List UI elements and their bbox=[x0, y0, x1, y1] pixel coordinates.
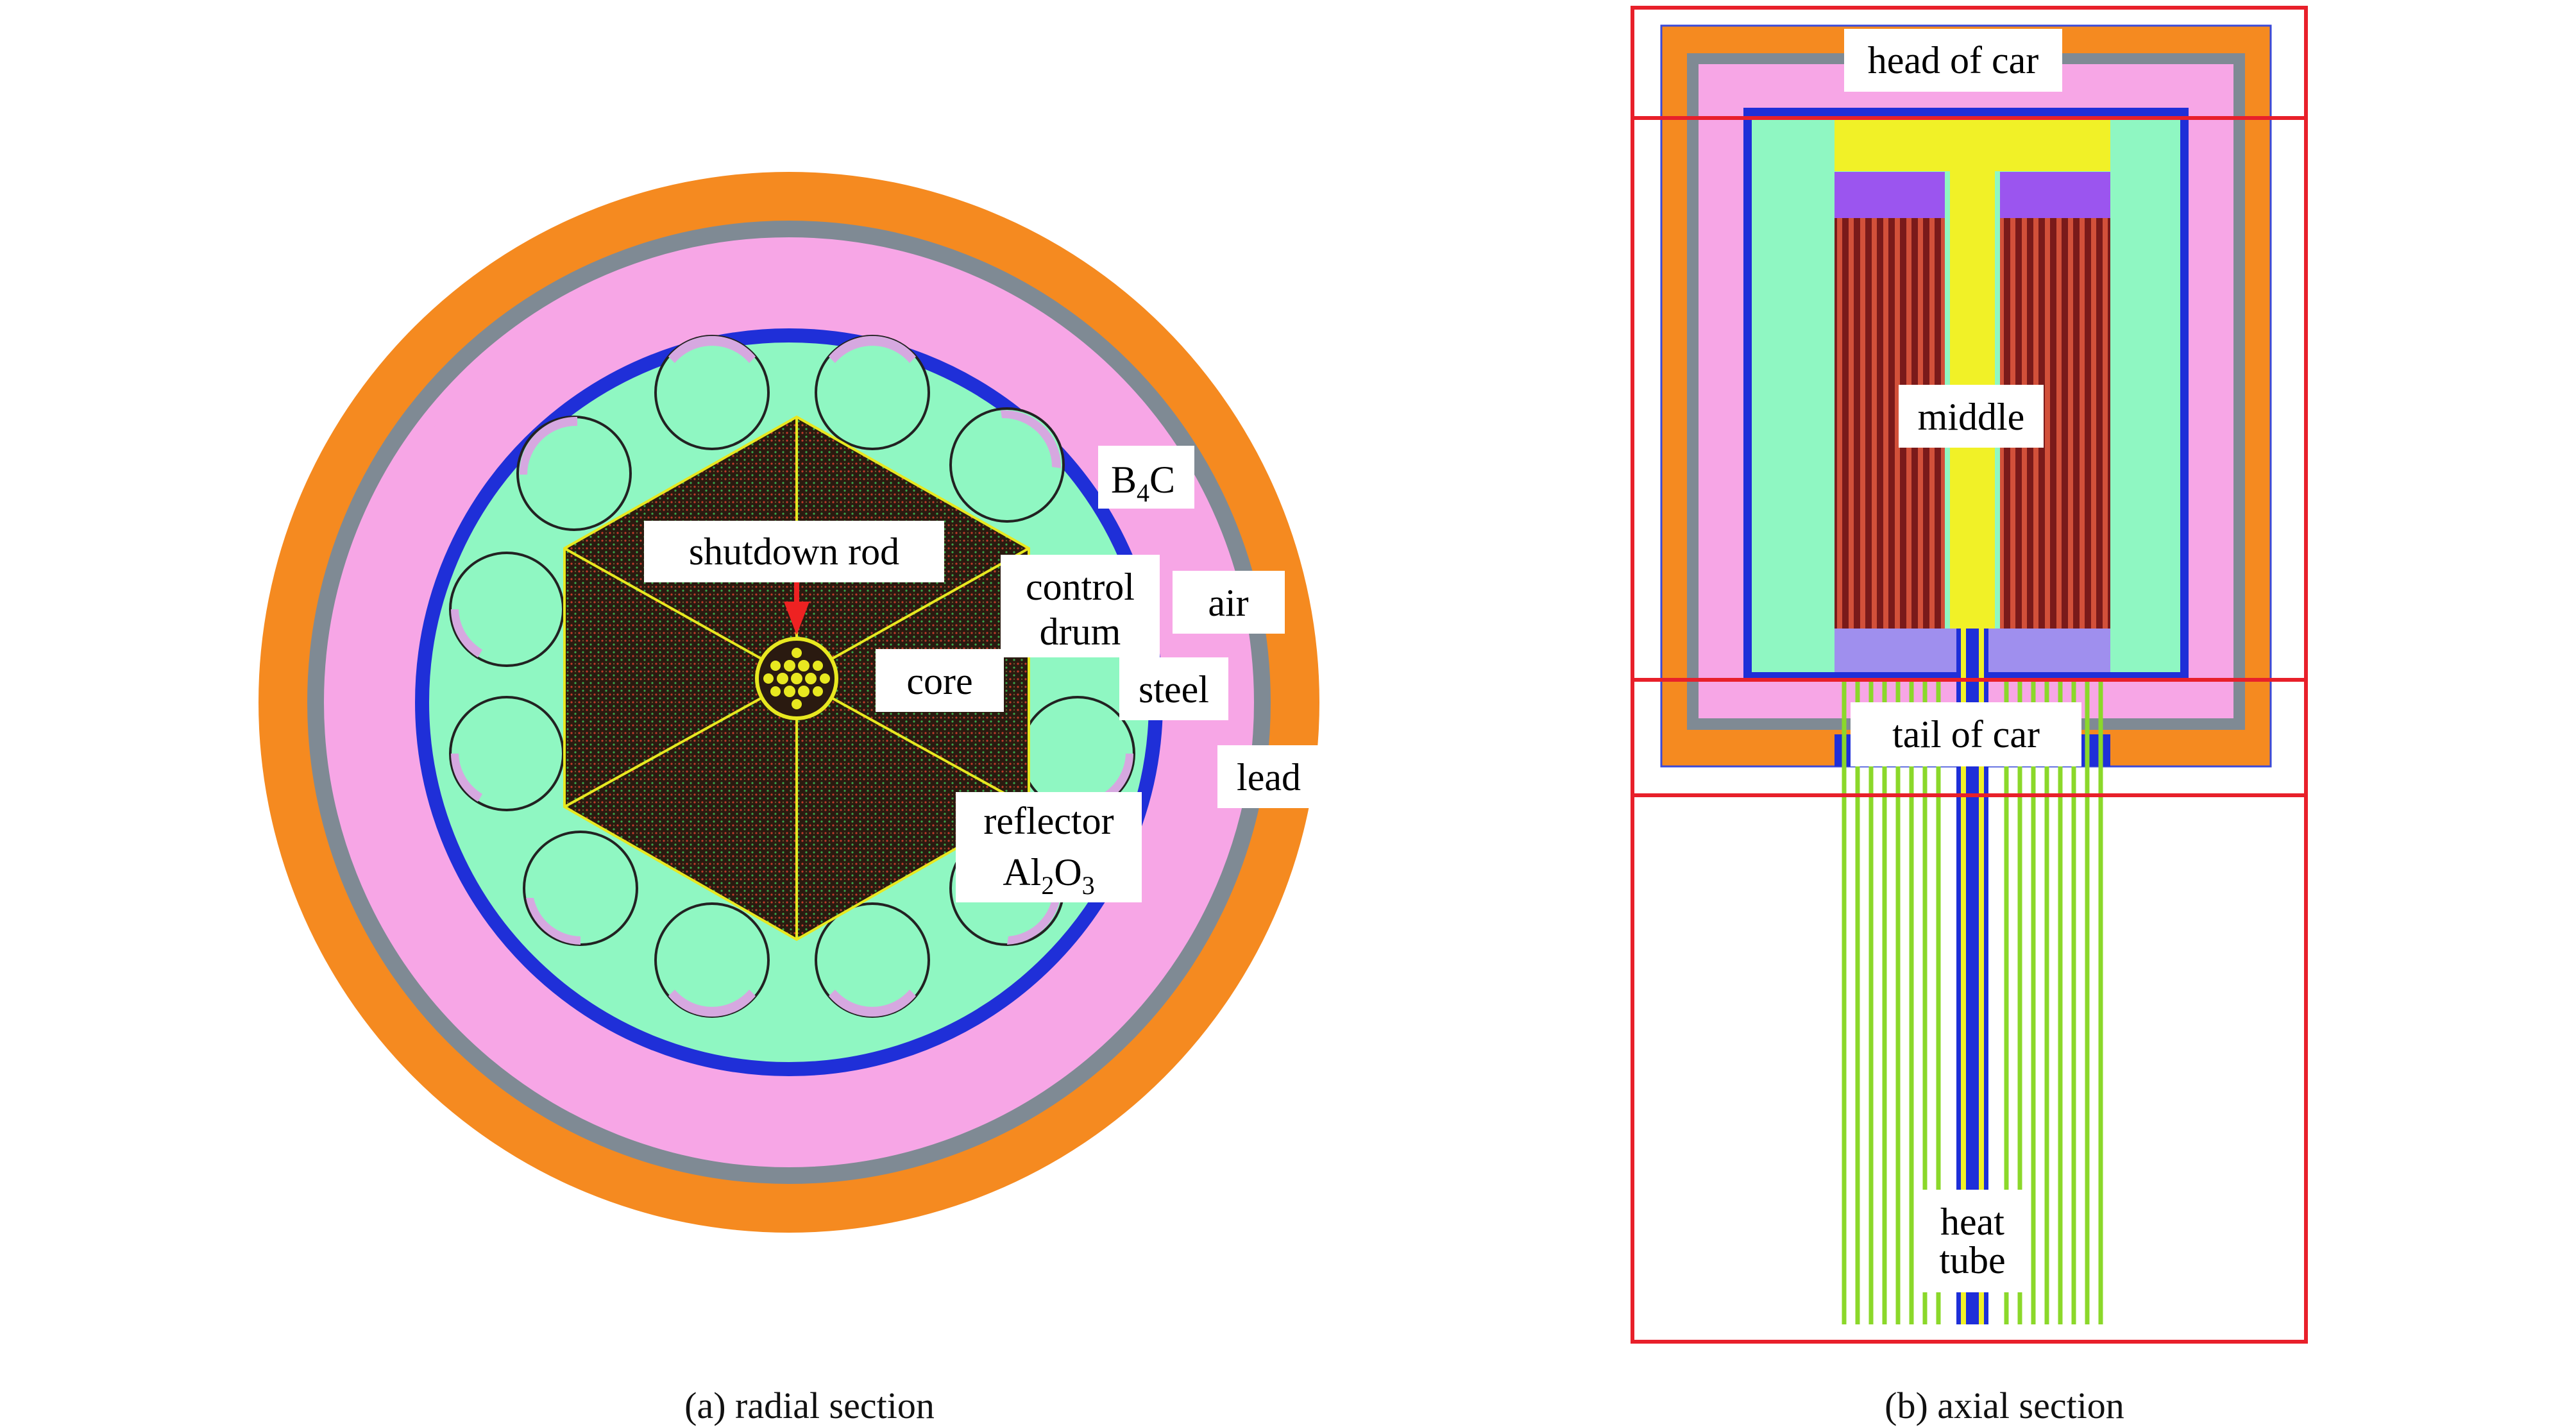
label-control-drum: control drum bbox=[1001, 555, 1160, 657]
label-air: air bbox=[1173, 571, 1285, 634]
steel-layer bbox=[307, 221, 1271, 1184]
control-drum bbox=[523, 831, 638, 946]
control-drum bbox=[654, 335, 770, 450]
central-heat-pipe-stripes bbox=[1961, 629, 1984, 1324]
svg-text:middle: middle bbox=[1918, 396, 2025, 438]
label-core: core bbox=[876, 649, 1004, 712]
label-reflector: reflector Al2O3 bbox=[956, 792, 1142, 902]
svg-text:lead: lead bbox=[1237, 756, 1301, 798]
axial-section-diagram: head of car middle tail of car heat tube bbox=[1631, 6, 2308, 1344]
label-tail-of-car: tail of car bbox=[1851, 702, 2081, 766]
label-middle: middle bbox=[1899, 385, 2044, 448]
svg-text:tube: tube bbox=[1939, 1239, 2005, 1281]
label-head-of-car: head of car bbox=[1844, 29, 2062, 92]
control-drum bbox=[449, 696, 564, 811]
svg-text:drum: drum bbox=[1040, 611, 1121, 653]
svg-text:shutdown rod: shutdown rod bbox=[689, 530, 899, 573]
label-heat-tube: heat tube bbox=[1918, 1190, 2027, 1292]
shutdown-rod-arrow bbox=[784, 602, 809, 635]
control-drum bbox=[449, 552, 564, 667]
svg-text:control: control bbox=[1026, 566, 1135, 608]
label-b4c: B4C bbox=[1098, 446, 1194, 509]
caption-axial-section: (b) axial section bbox=[1885, 1385, 2124, 1426]
fuel-plenum-left bbox=[1835, 172, 1945, 218]
heat-tubes bbox=[1842, 680, 2103, 1324]
svg-text:steel: steel bbox=[1139, 668, 1209, 711]
label-lead: lead bbox=[1217, 745, 1320, 808]
control-drums bbox=[449, 335, 1135, 1018]
caption-radial-section: (a) radial section bbox=[684, 1385, 935, 1426]
svg-text:core: core bbox=[906, 660, 972, 702]
frame-heat-tube bbox=[1631, 793, 2308, 1344]
shutdown-rod-pins bbox=[763, 648, 830, 709]
svg-text:air: air bbox=[1208, 582, 1248, 624]
svg-text:B4C: B4C bbox=[1111, 459, 1175, 507]
svg-text:head of car: head of car bbox=[1868, 39, 2039, 81]
svg-text:reflector: reflector bbox=[983, 800, 1114, 842]
section-frames bbox=[1631, 6, 2308, 1344]
label-steel: steel bbox=[1119, 657, 1228, 720]
control-drum bbox=[949, 407, 1065, 523]
svg-text:tail of car: tail of car bbox=[1892, 713, 2040, 756]
control-drum bbox=[654, 902, 770, 1018]
label-shutdown-rod: shutdown rod bbox=[644, 521, 944, 582]
radial-section-diagram: B4C shutdown rod control drum air core s… bbox=[258, 172, 1320, 1233]
core-division-lines bbox=[564, 417, 1030, 940]
control-drum bbox=[815, 902, 930, 1018]
control-drum bbox=[516, 416, 632, 531]
yellow-central-column bbox=[1950, 117, 1995, 630]
fuel-plenum-right bbox=[2000, 172, 2110, 218]
svg-text:heat: heat bbox=[1940, 1201, 2004, 1243]
svg-text:Al2O3: Al2O3 bbox=[1003, 851, 1094, 900]
control-drum bbox=[815, 335, 930, 450]
